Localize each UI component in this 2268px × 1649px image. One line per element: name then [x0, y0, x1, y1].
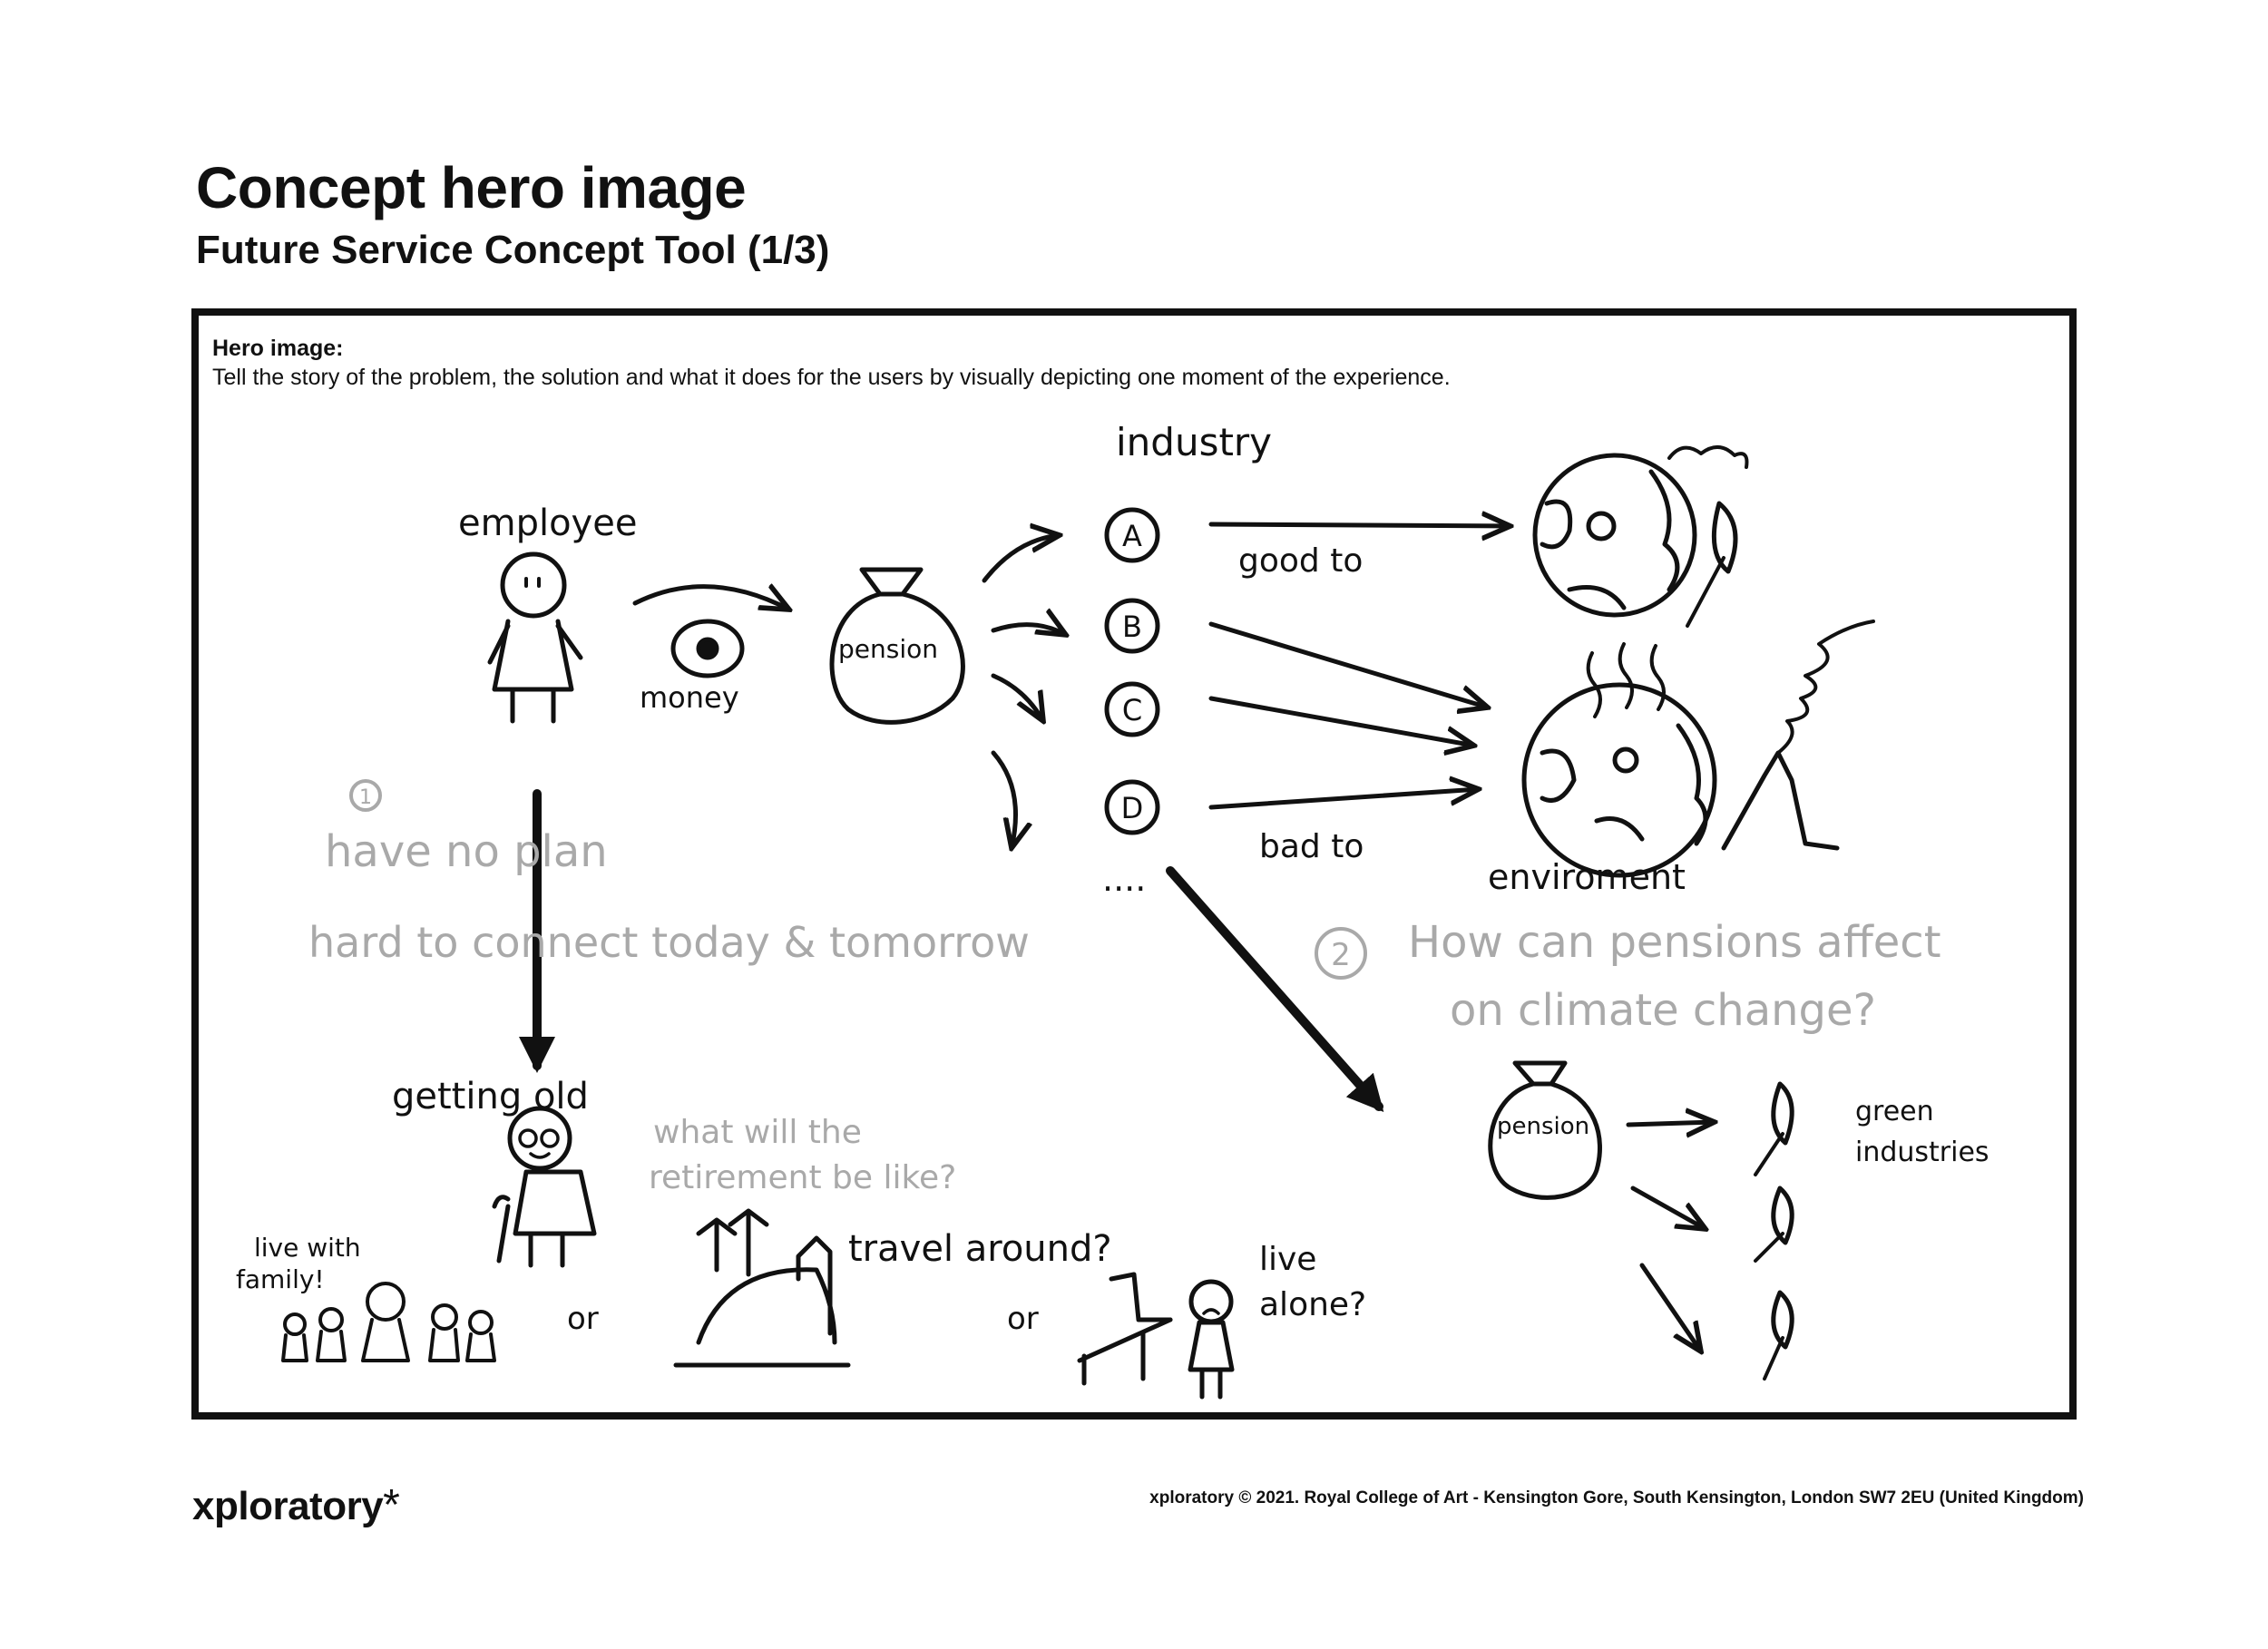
hero-frame	[191, 308, 2077, 1420]
industry-c-circle	[1104, 681, 1160, 737]
healthy-earth-icon	[1532, 445, 1749, 618]
bad-to-label: bad to	[1259, 828, 1364, 865]
note-1-circle	[349, 779, 382, 812]
arrow-a-to-healthy-earth	[1208, 524, 1510, 526]
page-subtitle: Future Service Concept Tool (1/3)	[196, 228, 830, 272]
note-1-line-2: hard to connect today & tomorrow	[308, 918, 1030, 967]
money-eye-icon	[670, 619, 745, 678]
pension-label: pension	[838, 634, 938, 664]
getting-old-label: getting old	[392, 1076, 589, 1117]
arrow-employee-to-pension	[632, 587, 789, 610]
logo-asterisk-icon: *	[383, 1481, 400, 1529]
note-1-line-1: have no plan	[325, 826, 608, 877]
hero-image-description: Tell the story of the problem, the solut…	[212, 365, 1451, 390]
footer-copyright: xploratory © 2021. Royal College of Art …	[1149, 1488, 2084, 1508]
note-2-line-2: on climate change?	[1450, 985, 1876, 1036]
page-title: Concept hero image	[196, 155, 747, 220]
live-with-label: live with	[254, 1233, 361, 1263]
pension-bag-icon	[829, 567, 965, 725]
industry-a-label: A	[1122, 519, 1142, 553]
or-label-2: or	[1007, 1301, 1039, 1337]
travel-label: travel around?	[848, 1228, 1112, 1270]
note-2-line-1: How can pensions affect	[1408, 917, 1941, 968]
family-icon	[281, 1282, 496, 1362]
arrow-industry-to-solution	[1166, 866, 1384, 1112]
solution-pension-bag-icon	[1488, 1060, 1602, 1200]
solution-pension-label: pension	[1497, 1113, 1589, 1140]
industry-d-label: D	[1121, 791, 1144, 825]
polluted-earth-icon	[1521, 642, 1717, 878]
note-2-circle	[1315, 927, 1367, 980]
environment-label: enviroment	[1488, 857, 1686, 897]
industry-d-circle	[1104, 779, 1160, 835]
industry-c-label: C	[1122, 693, 1142, 727]
logo-text: xploratory	[192, 1484, 384, 1528]
live-alone-label-2: alone?	[1259, 1286, 1366, 1323]
old-person-figure	[492, 1106, 597, 1268]
green-leaf-icon	[1686, 501, 1738, 628]
note-2-number: 2	[1331, 937, 1351, 973]
industry-a-circle	[1104, 507, 1160, 563]
live-alone-label-1: live	[1259, 1241, 1316, 1278]
family-label: family!	[236, 1264, 325, 1294]
hero-image-label: Hero image:	[212, 336, 344, 361]
money-label: money	[640, 680, 739, 715]
alone-person-figure	[1188, 1279, 1235, 1400]
green-label: green	[1855, 1096, 1934, 1127]
ellipsis-label: ....	[1102, 859, 1146, 899]
island-icon	[673, 1208, 851, 1368]
retirement-question-1: what will the	[653, 1114, 862, 1151]
industry-b-circle	[1104, 598, 1160, 654]
bench-icon	[1077, 1272, 1173, 1386]
factory-smoke-icon	[1721, 620, 1875, 851]
or-label-1: or	[567, 1301, 599, 1337]
note-1-number: 1	[359, 786, 372, 809]
xploratory-logo: xploratory*	[192, 1480, 400, 1530]
retirement-question-2: retirement be like?	[649, 1159, 956, 1196]
employee-label: employee	[458, 503, 637, 544]
green-leaf-icons	[1754, 1081, 1794, 1381]
good-to-label: good to	[1238, 542, 1363, 580]
industry-label: industry	[1116, 420, 1272, 464]
industries-label: industries	[1855, 1137, 1989, 1168]
industry-b-label: B	[1122, 610, 1142, 644]
employee-figure	[487, 551, 583, 724]
hero-sketch: employee money pension industry A B C D …	[236, 420, 1989, 1400]
